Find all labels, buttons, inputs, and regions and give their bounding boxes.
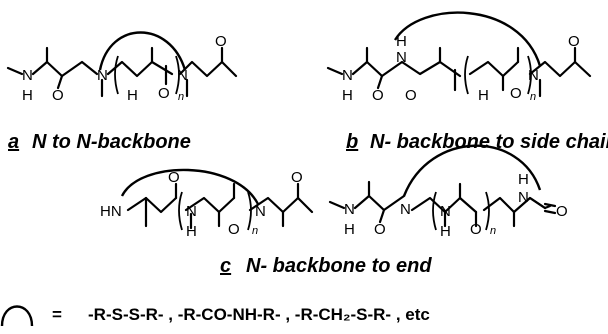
- backbone-b: [326, 60, 592, 78]
- atom-h-b3: H: [478, 87, 489, 104]
- atom-n-a3: N: [177, 67, 188, 84]
- repeat-n-a: n: [178, 91, 184, 103]
- atom-n-b3: N: [528, 67, 539, 84]
- caption-b-text: N- backbone to side chain: [370, 131, 608, 153]
- brackets-a: [114, 55, 180, 95]
- side-bonds-b: [365, 46, 577, 98]
- linker-loop-a: [98, 31, 187, 71]
- atom-n-c4: N: [400, 201, 411, 218]
- atom-h-c3: H: [344, 221, 355, 238]
- atom-o-b4: O: [568, 33, 580, 50]
- caption-a-letter: a: [8, 131, 19, 153]
- atom-h-a2: H: [127, 87, 138, 104]
- atom-o-c2: O: [228, 221, 240, 238]
- linker-legend: = -R-S-S-R- , -R-CO-NH-R- , -R-CH₂-S-R- …: [0, 305, 430, 327]
- caption-b-letter: b: [346, 131, 358, 153]
- atom-o-c4: O: [374, 221, 386, 238]
- repeat-n-b: n: [530, 91, 536, 103]
- atom-o-a3: O: [215, 33, 227, 50]
- atom-o-c5: O: [470, 221, 482, 238]
- atom-h-b2: H: [396, 33, 407, 50]
- backbone-c2: [328, 194, 547, 214]
- carbonyl-end-c2: [528, 196, 557, 215]
- caption-c-letter: c: [220, 255, 231, 277]
- atom-hn-c1: HN: [100, 203, 122, 220]
- legend-equals: =: [52, 305, 62, 324]
- side-bonds-c1: [144, 182, 300, 230]
- atom-o-b1: O: [372, 87, 384, 104]
- atom-h-b1: H: [342, 87, 353, 104]
- linker-loop-b: [393, 11, 542, 67]
- structure-c-right: N H O N N H O n H N O: [328, 144, 568, 240]
- side-bonds-a: [45, 46, 224, 98]
- atom-n-c5: N: [440, 203, 451, 220]
- linker-loop-c1: [120, 168, 260, 205]
- atom-n-c3: N: [344, 201, 355, 218]
- legend-linker-list: -R-S-S-R- , -R-CO-NH-R- , -R-CH₂-S-R- , …: [88, 305, 430, 324]
- atom-n-a1: N: [22, 67, 33, 84]
- structure-c-left: HN O N H O n N O: [100, 168, 314, 240]
- brackets-c1: [178, 191, 252, 231]
- brackets-b: [464, 55, 532, 95]
- brackets-c2: [432, 191, 490, 231]
- atom-o-c6: O: [556, 203, 568, 220]
- atom-n-a2: N: [97, 67, 108, 84]
- atom-n-c2: N: [255, 203, 266, 220]
- atom-h-a1: H: [22, 87, 33, 104]
- atom-o-b3: O: [510, 85, 522, 102]
- caption-a-text: N to N-backbone: [32, 131, 191, 153]
- atom-n-c6: N: [518, 189, 529, 206]
- linker-loop-c2: [402, 144, 542, 197]
- atom-o-a1: O: [52, 87, 64, 104]
- atom-o-b2: O: [405, 87, 417, 104]
- atom-h-c5: H: [440, 223, 451, 240]
- structure-b: N H O H N O H O n N O b N- backbone to s…: [326, 11, 608, 153]
- legend-arc-symbol: [0, 305, 34, 327]
- repeat-n-c2: n: [490, 225, 496, 237]
- atom-o-c1: O: [168, 169, 180, 186]
- atom-n-c1: N: [186, 203, 197, 220]
- atom-h-c6: H: [518, 171, 529, 188]
- backbone-c1: [126, 196, 314, 214]
- backbone-a: [6, 60, 238, 78]
- atom-n-b1: N: [342, 67, 353, 84]
- caption-c-text: N- backbone to end: [246, 255, 432, 277]
- structure-a: N H O N H O n N O a N to N-backbone: [6, 31, 238, 153]
- atom-o-a2: O: [158, 85, 170, 102]
- repeat-n-c1: n: [252, 225, 258, 237]
- atom-n-b2: N: [396, 49, 407, 66]
- side-bonds-c2: [367, 180, 552, 228]
- atom-h-c1: H: [186, 223, 197, 240]
- atom-o-c3: O: [291, 169, 303, 186]
